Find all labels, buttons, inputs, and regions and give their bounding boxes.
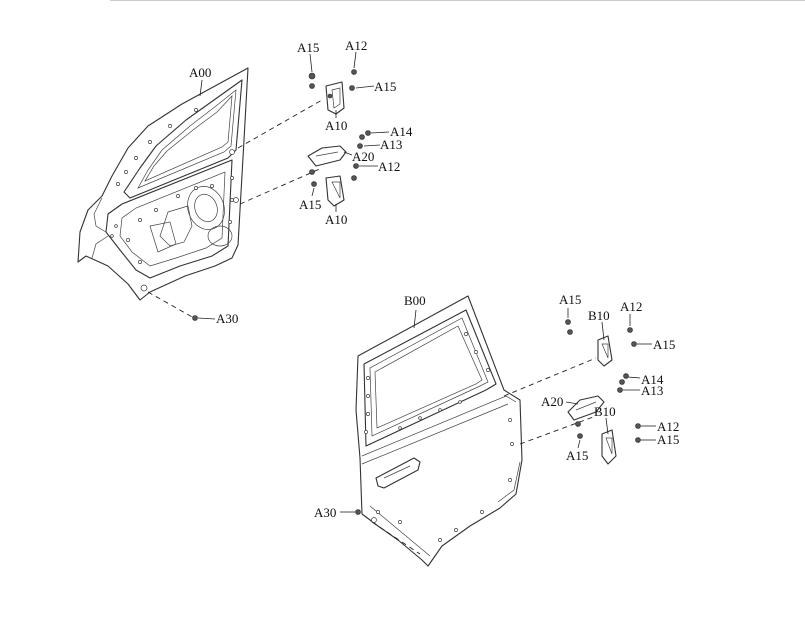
label-a12-top: A12 [345, 38, 367, 53]
rear-door-b00 [355, 295, 523, 567]
bolts-front [192, 69, 371, 321]
hinge-b10-lower [601, 429, 617, 465]
label-a14-b: A14 [641, 372, 664, 387]
label-a15-b-left: A15 [566, 448, 588, 463]
leaders-front [197, 51, 390, 320]
label-a15-b-low: A15 [657, 432, 679, 447]
hinge-a10-lower [325, 175, 345, 207]
label-a15-mid: A15 [299, 197, 321, 212]
label-a00: A00 [189, 65, 211, 80]
label-a10-mid: A10 [325, 212, 347, 227]
front-door-a00 [77, 67, 249, 301]
label-a14-top: A14 [390, 124, 413, 139]
check-link-a20-rear [567, 395, 605, 421]
label-a12-b-top: A12 [620, 299, 642, 314]
leaders-rear [340, 308, 656, 513]
label-a13-b: A13 [641, 383, 663, 398]
labels-rear: B00 A15 A12 B10 A15 A14 A13 A20 B10 A12 … [314, 292, 679, 520]
align-line-a-upper [237, 99, 323, 149]
label-a20-top: A20 [352, 149, 374, 164]
label-a15-b-right: A15 [653, 337, 675, 352]
label-a15-b-top: A15 [559, 292, 581, 307]
align-line-a30 [147, 291, 195, 319]
label-a12-b-low: A12 [657, 419, 679, 434]
label-a10-top: A10 [325, 118, 347, 133]
hinge-a10-upper [325, 81, 345, 115]
label-a20-b: A20 [541, 394, 563, 409]
label-a30-b: A30 [314, 505, 336, 520]
align-line-b-upper [503, 357, 597, 397]
align-line-b30 [371, 521, 421, 555]
label-a15-top-right: A15 [374, 79, 396, 94]
label-b00: B00 [404, 293, 426, 308]
bolts-rear [355, 319, 641, 515]
label-a13-top: A13 [380, 137, 402, 152]
hinge-b10-upper [597, 335, 613, 367]
label-a15-top: A15 [297, 40, 319, 55]
label-a12-mid: A12 [378, 159, 400, 174]
align-line-a-lower [239, 167, 323, 205]
check-link-a20-upper [307, 145, 347, 167]
labels-front: A00 A15 A12 A15 A10 A14 A20 A13 A12 A15 … [189, 38, 413, 326]
label-a30-top: A30 [216, 311, 238, 326]
label-b10-mid: B10 [594, 404, 616, 419]
align-line-b-lower [519, 415, 597, 445]
label-b10-top: B10 [588, 308, 610, 323]
